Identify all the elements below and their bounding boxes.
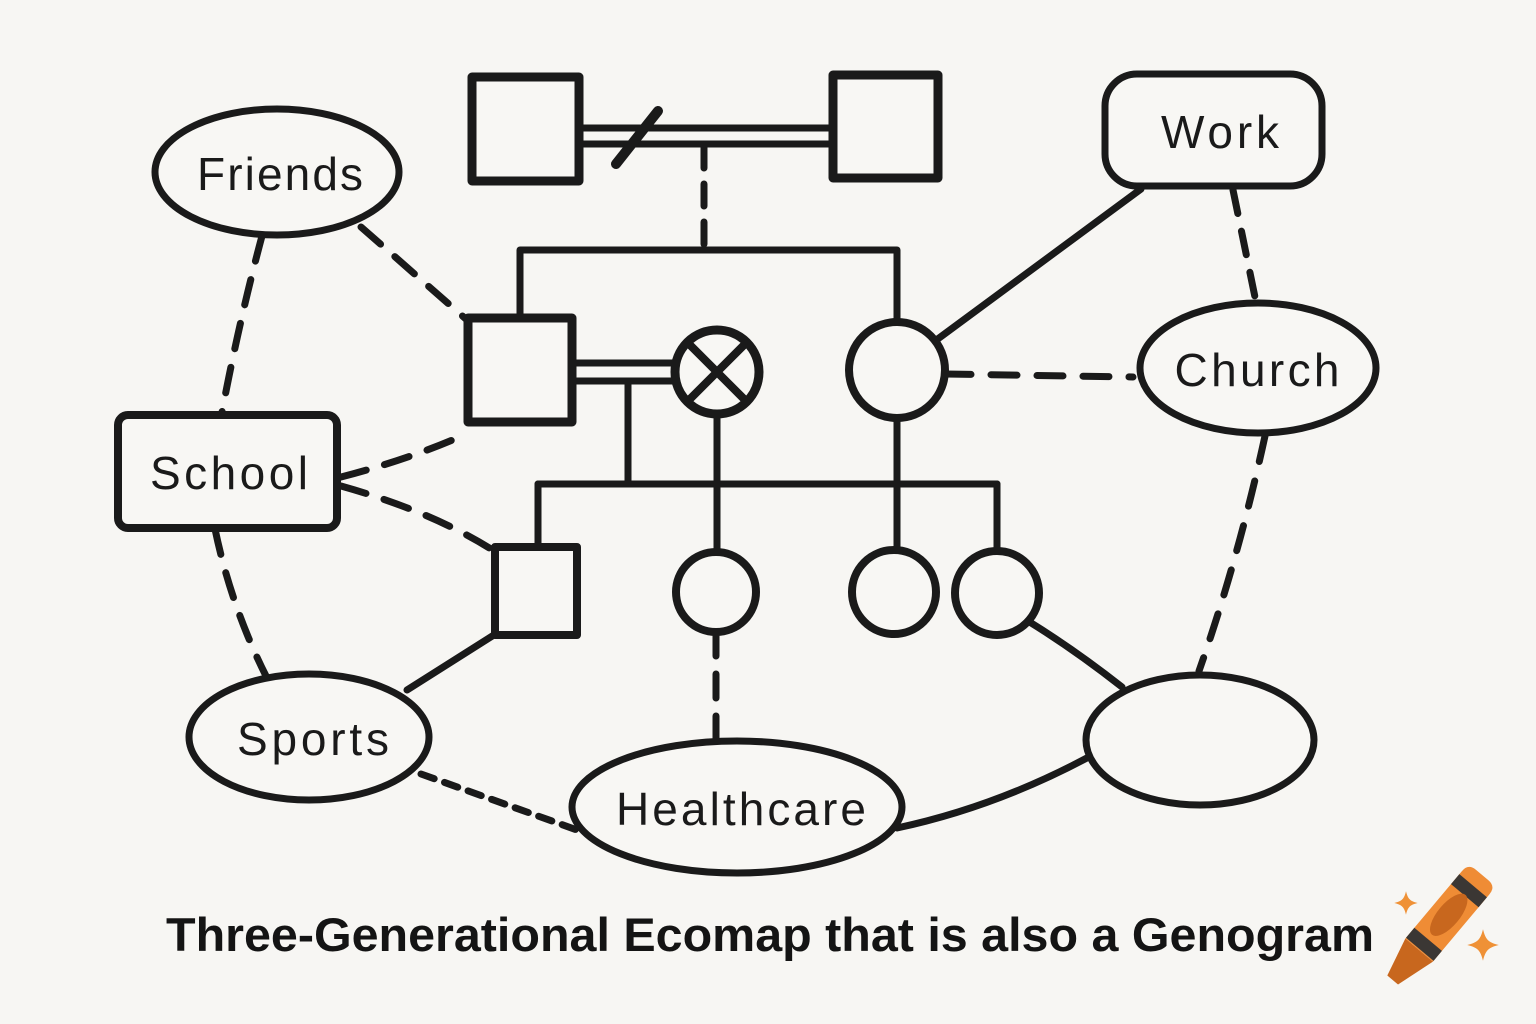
- sparkle-icon-large: [1467, 929, 1499, 961]
- caption: Three-Generational Ecomap that is also a…: [166, 866, 1499, 985]
- sparkle-icon-small: [1394, 891, 1418, 915]
- crayon-tip: [1387, 938, 1433, 985]
- link-friends-gen2-square-dashed: [357, 223, 471, 324]
- gen1-male-square-right: [828, 70, 943, 183]
- healthcare-label: Healthcare: [616, 783, 866, 835]
- school-label: School: [150, 447, 308, 499]
- gen3-female-circle-3: [951, 547, 1043, 639]
- link-gen3-circle-unlabeled-solid: [1024, 617, 1126, 691]
- gen3-female-circle-2: [848, 546, 940, 638]
- gen2-female-circle: [845, 318, 949, 422]
- school-rectangle: [114, 411, 341, 532]
- gen1-male-square-left: [467, 72, 584, 186]
- crayon-emoji-icon: [1387, 866, 1499, 985]
- gen3-female-circle-1: [672, 548, 760, 636]
- separation-slash-icon: [611, 106, 663, 169]
- church-ellipse: [1136, 299, 1380, 437]
- genogram-members: [463, 70, 1043, 639]
- link-friends-school-dashed: [218, 232, 266, 416]
- link-school-gen2-square-dashed: [337, 431, 468, 481]
- work-label: Work: [1161, 106, 1280, 158]
- link-healthcare-unlabeled-solid: [893, 748, 1102, 832]
- crayon-band-bottom: [1405, 927, 1442, 961]
- caption-text: Three-Generational Ecomap that is also a…: [166, 908, 1374, 961]
- work-rounded-rectangle: [1101, 70, 1326, 190]
- unlabeled-ellipse: [1082, 671, 1318, 809]
- gen2-sibling-rail: [516, 246, 901, 326]
- crayon-band-top: [1450, 874, 1487, 908]
- link-work-church-dashed: [1229, 186, 1260, 306]
- genogram-structure: [516, 106, 1001, 556]
- healthcare-ellipse: [568, 737, 906, 877]
- friends-label: Friends: [197, 148, 363, 200]
- link-gen3-square-sports-solid: [403, 629, 501, 694]
- deceased-x-icon: [684, 339, 750, 405]
- church-label: Church: [1175, 344, 1340, 396]
- ecomap-nodes: Friends School Sports Healthcare Work Ch…: [114, 70, 1380, 877]
- gen2-male-square: [463, 313, 577, 427]
- link-school-sports-dashed: [211, 525, 270, 680]
- link-gen2-circle-work-solid: [931, 185, 1145, 345]
- sports-ellipse: [185, 670, 433, 804]
- ecomap-connections: [211, 185, 1269, 834]
- link-gen2-circle-church-dashed: [941, 370, 1137, 381]
- crayon-label-oval: [1429, 893, 1468, 936]
- link-church-unlabeled-dashed: [1195, 432, 1269, 675]
- friends-ellipse: [151, 105, 403, 239]
- link-sports-healthcare-dotted: [417, 770, 581, 834]
- link-school-gen3-square-dashed: [337, 482, 495, 553]
- sports-label: Sports: [237, 713, 389, 765]
- gen3-male-square: [491, 543, 581, 639]
